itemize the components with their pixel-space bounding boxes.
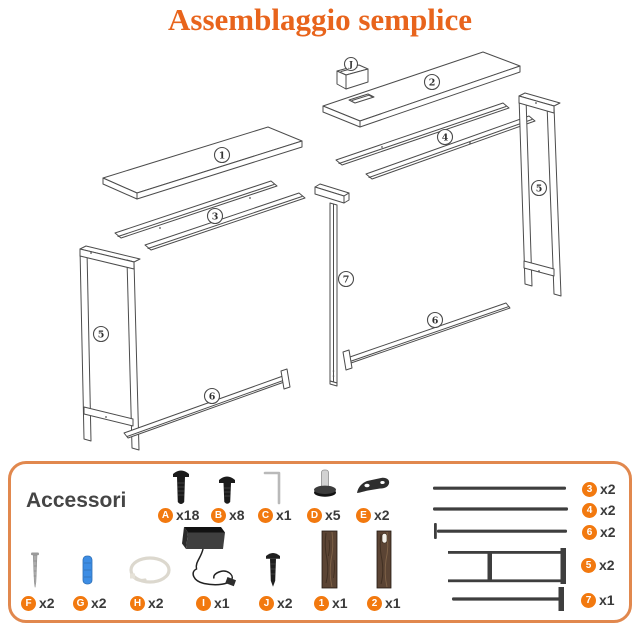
exploded-assembly-diagram: 1 2 3 4 5 5 6 6 7 J bbox=[79, 51, 562, 451]
part-qty-4: x2 bbox=[600, 502, 616, 518]
rail-6-icon bbox=[434, 523, 567, 539]
part-t-post bbox=[314, 183, 350, 387]
accessory-item-d: D x5 bbox=[307, 507, 341, 523]
part-rails-4 bbox=[335, 102, 536, 180]
accessory-item-i: I x1 bbox=[196, 595, 230, 611]
part-rails-3 bbox=[114, 180, 306, 251]
part-badge-c: C bbox=[258, 507, 273, 523]
power-strip-icon bbox=[182, 527, 236, 587]
part-board-1 bbox=[102, 126, 303, 200]
accessory-item-rail4: 4 x2 bbox=[582, 502, 616, 518]
accessory-item-panel1: 1 x1 bbox=[314, 595, 348, 611]
small-screw-icon bbox=[266, 553, 280, 587]
accessory-item-j: J x2 bbox=[259, 595, 293, 611]
wood-slat-2-icon bbox=[376, 530, 392, 589]
part-badge-j: J bbox=[259, 595, 274, 611]
corner-bracket-icon bbox=[357, 477, 390, 493]
diagram-label-3: 3 bbox=[212, 211, 219, 222]
diagram-label-j: J bbox=[348, 60, 353, 70]
accessory-item-panel2: 2 x1 bbox=[367, 595, 401, 611]
accessory-item-rail3: 3 x2 bbox=[582, 481, 616, 497]
part-qty-f: x2 bbox=[39, 595, 55, 611]
part-qty-a: x18 bbox=[176, 507, 200, 523]
accessory-item-b: B x8 bbox=[211, 507, 245, 523]
rail-4-icon bbox=[433, 507, 568, 511]
wood-slat-1-icon bbox=[321, 530, 338, 589]
diagram-label-5-right: 5 bbox=[536, 183, 543, 194]
t-bar-7-icon bbox=[452, 587, 564, 611]
accessories-heading: Accessori bbox=[26, 489, 127, 512]
part-qty-1: x1 bbox=[332, 595, 348, 611]
part-badge-2: 2 bbox=[367, 595, 382, 611]
wall-anchor-icon bbox=[82, 555, 93, 585]
part-badge-f: F bbox=[21, 595, 36, 611]
part-bottom-rail-left bbox=[123, 368, 291, 439]
diagram-part-labels: 1 2 3 4 5 5 6 6 7 J bbox=[92, 56, 548, 405]
side-frame-5-icon bbox=[448, 548, 566, 584]
part-qty-c: x1 bbox=[276, 507, 292, 523]
flat-head-bolt-icon bbox=[219, 476, 235, 504]
part-badge-i: I bbox=[196, 595, 211, 611]
diagram-label-4: 4 bbox=[442, 132, 449, 143]
part-badge-3: 3 bbox=[582, 481, 597, 497]
accessory-item-e: E x2 bbox=[356, 507, 390, 523]
part-badge-g: G bbox=[73, 595, 88, 611]
accessory-item-a: A x18 bbox=[158, 507, 199, 523]
part-badge-b: B bbox=[211, 507, 226, 523]
diagram-label-5-left: 5 bbox=[98, 329, 105, 340]
part-badge-5: 5 bbox=[581, 557, 596, 573]
part-badge-6: 6 bbox=[582, 524, 597, 540]
part-qty-5: x2 bbox=[599, 557, 615, 573]
part-board-2 bbox=[322, 51, 521, 128]
part-qty-i: x1 bbox=[214, 595, 230, 611]
wood-screw-icon bbox=[31, 552, 39, 588]
part-qty-b: x8 bbox=[229, 507, 245, 523]
part-badge-4: 4 bbox=[582, 502, 597, 518]
part-right-leg-frame bbox=[518, 92, 562, 297]
accessory-item-tbar7: 7 x1 bbox=[581, 592, 615, 608]
part-qty-2: x1 bbox=[385, 595, 401, 611]
part-qty-g: x2 bbox=[91, 595, 107, 611]
part-badge-e: E bbox=[356, 507, 371, 523]
allen-key-icon bbox=[263, 471, 281, 505]
accessory-item-rail6: 6 x2 bbox=[582, 524, 616, 540]
diagram-label-6-left: 6 bbox=[209, 391, 216, 402]
part-badge-1: 1 bbox=[314, 595, 329, 611]
page-title: Assemblaggio semplice bbox=[168, 2, 472, 37]
part-badge-a: A bbox=[158, 507, 173, 523]
part-qty-h: x2 bbox=[148, 595, 164, 611]
part-badge-h: H bbox=[130, 595, 145, 611]
diagram-label-6-right: 6 bbox=[432, 315, 439, 326]
accessory-item-g: G x2 bbox=[73, 595, 107, 611]
part-badge-d: D bbox=[307, 507, 322, 523]
accessories-icons bbox=[31, 469, 568, 611]
diagram-label-1: 1 bbox=[219, 150, 226, 161]
leveling-foot-icon bbox=[314, 469, 336, 497]
cable-tie-icon bbox=[129, 556, 171, 584]
long-bolt-icon bbox=[173, 470, 189, 504]
part-qty-7: x1 bbox=[599, 592, 615, 608]
accessory-item-frame5: 5 x2 bbox=[581, 557, 615, 573]
part-qty-6: x2 bbox=[600, 524, 616, 540]
part-badge-7: 7 bbox=[581, 592, 596, 608]
part-qty-j: x2 bbox=[277, 595, 293, 611]
part-qty-e: x2 bbox=[374, 507, 390, 523]
rail-3-icon bbox=[433, 486, 566, 490]
part-left-leg-frame bbox=[79, 245, 141, 451]
accessory-item-c: C x1 bbox=[258, 507, 292, 523]
diagram-label-7: 7 bbox=[343, 274, 350, 285]
part-qty-d: x5 bbox=[325, 507, 341, 523]
part-bottom-rail-right bbox=[342, 302, 511, 371]
part-qty-3: x2 bbox=[600, 481, 616, 497]
diagram-label-2: 2 bbox=[429, 77, 436, 88]
accessory-item-h: H x2 bbox=[130, 595, 164, 611]
accessory-item-f: F x2 bbox=[21, 595, 55, 611]
